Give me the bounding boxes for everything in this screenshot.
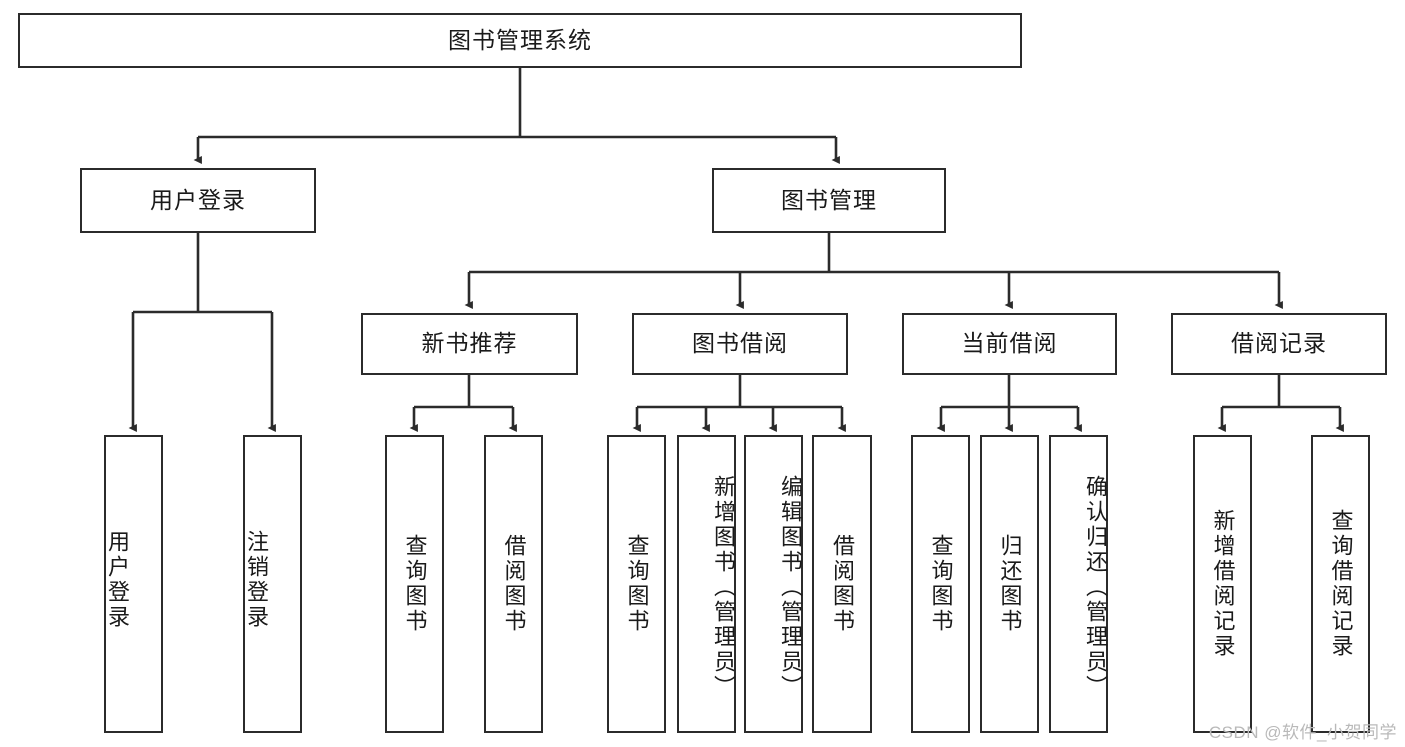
- node-label: 查询图书: [624, 534, 650, 634]
- node-label: 查询图书: [402, 534, 428, 634]
- node-label: 查询图书: [928, 534, 954, 634]
- leaf-book-borrow-add[interactable]: 新增图书（管理员）: [677, 435, 736, 733]
- node-user-login[interactable]: 用户登录: [80, 168, 316, 233]
- node-book-borrow[interactable]: 图书借阅: [632, 313, 848, 375]
- node-label: 编辑图书（管理员）: [778, 474, 803, 700]
- node-label: 借阅记录: [1231, 330, 1327, 357]
- leaf-current-borrow-confirm-return[interactable]: 确认归还（管理员）: [1049, 435, 1108, 733]
- node-label: 借阅图书: [830, 534, 855, 634]
- csdn-watermark: CSDN @软件_小贺同学: [1208, 723, 1397, 742]
- leaf-user-login-signout[interactable]: 注销登录: [243, 435, 302, 733]
- node-label: 用户登录: [150, 186, 246, 213]
- node-label: 当前借阅: [961, 330, 1058, 357]
- node-label: 新书推荐: [421, 330, 518, 357]
- leaf-borrow-record-add[interactable]: 新增借阅记录: [1193, 435, 1252, 733]
- node-label: 图书管理系统: [448, 26, 592, 53]
- node-label: 新增借阅记录: [1210, 509, 1236, 659]
- leaf-borrow-record-query[interactable]: 查询借阅记录: [1311, 435, 1370, 733]
- node-label: 借阅图书: [501, 534, 527, 634]
- node-label: 注销登录: [244, 530, 269, 630]
- node-label: 用户登录: [105, 530, 130, 630]
- node-new-book-recommend[interactable]: 新书推荐: [361, 313, 578, 375]
- node-label: 归还图书: [997, 534, 1023, 634]
- node-borrow-record[interactable]: 借阅记录: [1171, 313, 1387, 375]
- node-book-management[interactable]: 图书管理: [712, 168, 946, 233]
- node-label: 图书管理: [781, 186, 877, 213]
- leaf-new-book-borrow[interactable]: 借阅图书: [484, 435, 543, 733]
- node-current-borrow[interactable]: 当前借阅: [902, 313, 1117, 375]
- node-label: 图书借阅: [692, 330, 788, 357]
- leaf-new-book-query[interactable]: 查询图书: [385, 435, 444, 733]
- node-root-system[interactable]: 图书管理系统: [18, 13, 1022, 68]
- leaf-book-borrow-edit[interactable]: 编辑图书（管理员）: [744, 435, 803, 733]
- leaf-user-login-signin[interactable]: 用户登录: [104, 435, 163, 733]
- leaf-book-borrow-query[interactable]: 查询图书: [607, 435, 666, 733]
- node-label: 查询借阅记录: [1328, 509, 1354, 659]
- leaf-current-borrow-query[interactable]: 查询图书: [911, 435, 970, 733]
- leaf-current-borrow-return[interactable]: 归还图书: [980, 435, 1039, 733]
- leaf-book-borrow-lend[interactable]: 借阅图书: [812, 435, 872, 733]
- node-label: 新增图书（管理员）: [711, 474, 736, 700]
- node-label: 确认归还（管理员）: [1083, 474, 1108, 700]
